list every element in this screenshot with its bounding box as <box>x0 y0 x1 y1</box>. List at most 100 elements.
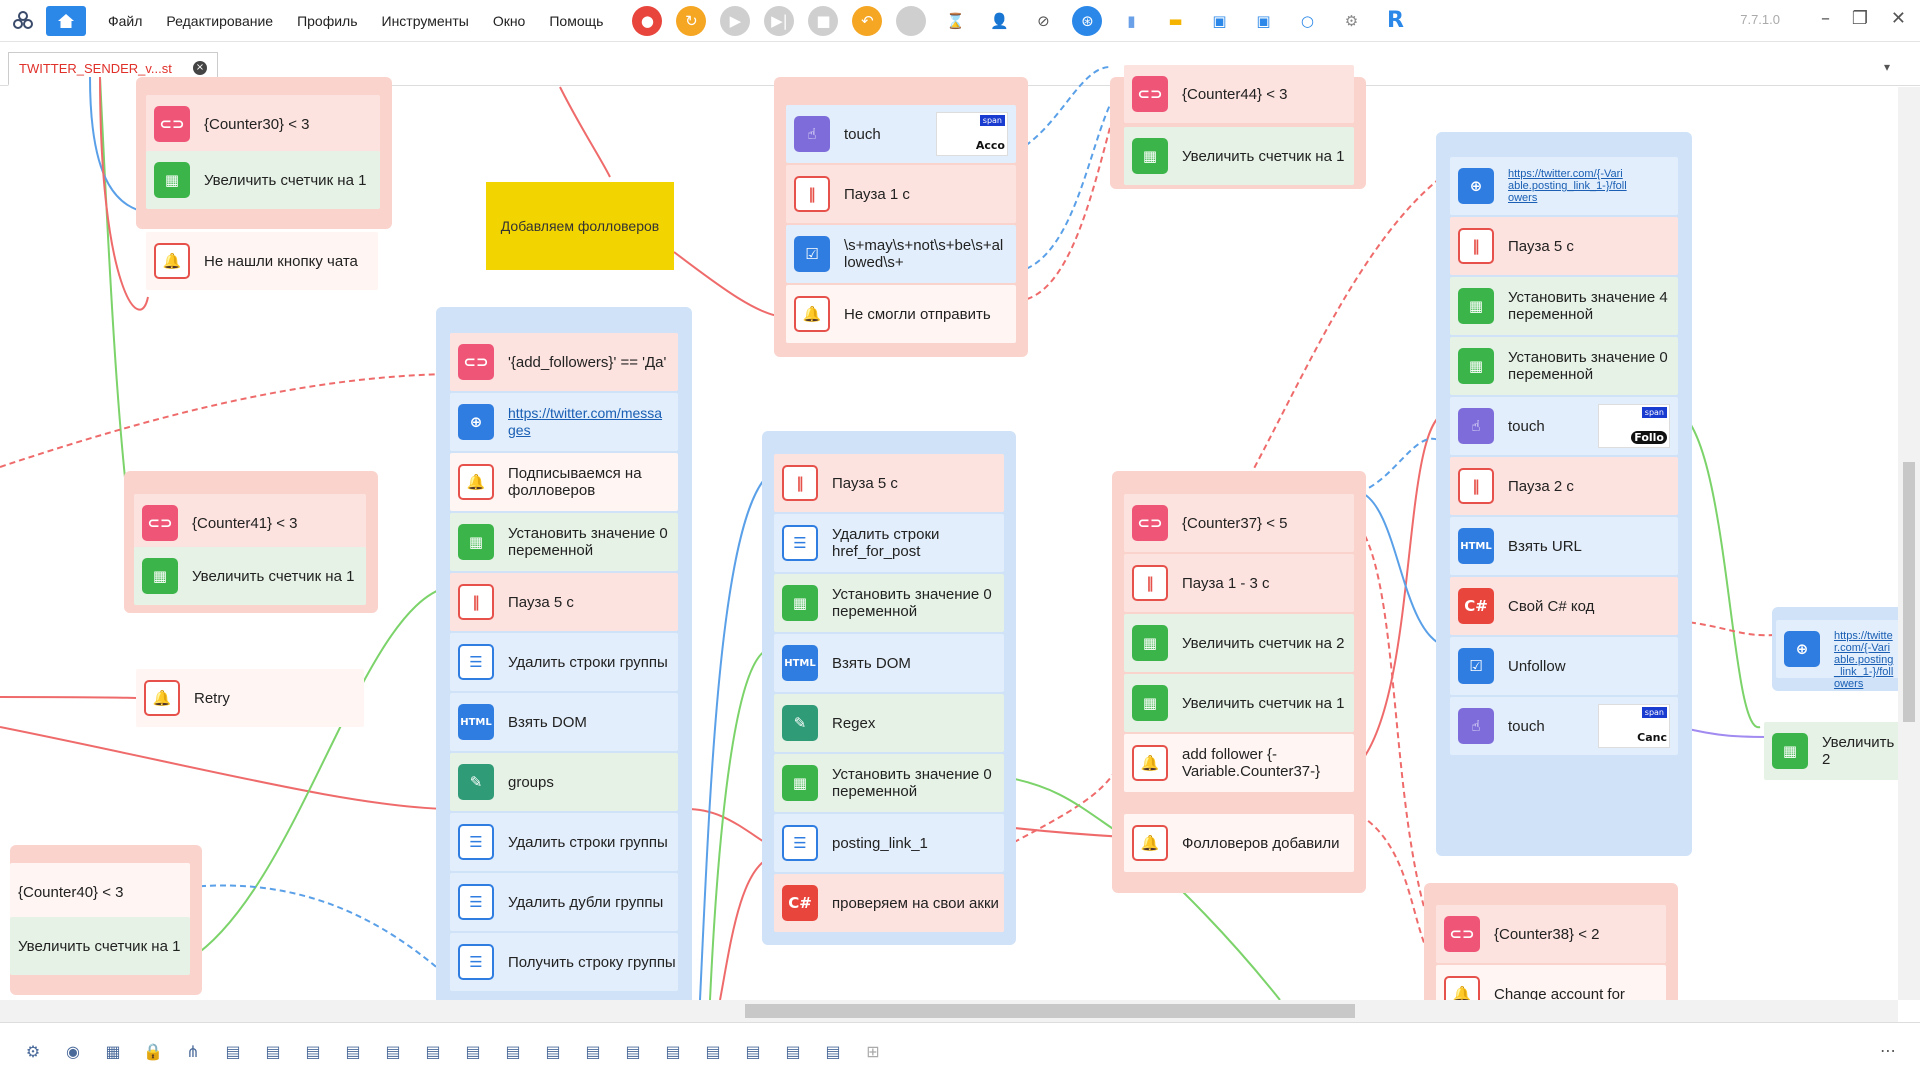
save-as-icon[interactable]: ▣ <box>1256 11 1271 30</box>
node-subscribe[interactable]: 🔔Подписываемся на фолловеров <box>450 453 678 511</box>
node-regex1[interactable]: ☑\s+may\s+not\s+be\s+allowed\s+ <box>786 225 1016 283</box>
node-counter37[interactable]: ⊂⊃{Counter37} < 5 <box>1124 494 1354 552</box>
folder-icon[interactable]: ▬ <box>1168 11 1183 30</box>
node-addf[interactable]: ⊂⊃'{add_followers}' == 'Да' <box>450 333 678 391</box>
node-delrows1[interactable]: ☰Удалить строки группы <box>450 633 678 691</box>
menu-tools[interactable]: Инструменты <box>381 12 469 29</box>
node-counter44[interactable]: ⊂⊃{Counter44} < 3 <box>1124 65 1354 123</box>
record-icon[interactable]: ● <box>632 5 663 36</box>
node-counter38[interactable]: ⊂⊃{Counter38} < 2 <box>1436 905 1666 963</box>
workflow-canvas[interactable]: Добавляем фолловеров ⊂⊃{Counter30} < 3 ▦… <box>0 65 1912 1023</box>
node-retry[interactable]: 🔔Retry <box>136 669 364 727</box>
step-icon[interactable]: ▶| <box>764 5 795 36</box>
node-pause13[interactable]: ‖Пауза 1 - 3 с <box>1124 554 1354 612</box>
hourglass-icon[interactable]: ⌛ <box>946 11 965 30</box>
node-notfound[interactable]: 🔔Не нашли кнопку чата <box>146 232 378 290</box>
menu-profile[interactable]: Профиль <box>297 12 358 29</box>
horizontal-scroll-thumb[interactable] <box>745 1004 1355 1018</box>
node-getrow[interactable]: ☰Получить строку группы <box>450 933 678 991</box>
node-setv3[interactable]: ▦Установить значение 0 переменной <box>774 754 1004 812</box>
node-csharp[interactable]: C#Свой C# код <box>1450 577 1678 635</box>
node-msglink[interactable]: ⊕https://twitter.com/messages <box>450 393 678 451</box>
node-groups[interactable]: ✎groups <box>450 753 678 811</box>
node-followadded[interactable]: 🔔Фолловеров добавили <box>1124 814 1354 872</box>
tab-dropdown-icon[interactable]: ▾ <box>1883 60 1890 74</box>
table-icon[interactable]: ▤ <box>545 1042 561 1061</box>
horizontal-scrollbar[interactable] <box>0 1000 1898 1022</box>
node-inc3[interactable]: Увеличить счетчик на 1 <box>10 917 190 975</box>
node-regex2[interactable]: ✎Regex <box>774 694 1004 752</box>
node-pause5a[interactable]: ‖Пауза 5 с <box>450 573 678 631</box>
node-inc7[interactable]: ▦Увеличить 2 <box>1764 722 1904 780</box>
table-icon[interactable]: ▤ <box>385 1042 401 1061</box>
table-icon[interactable]: ▤ <box>465 1042 481 1061</box>
menu-help[interactable]: Помощь <box>549 12 604 29</box>
node-unfollow[interactable]: ☑Unfollow <box>1450 637 1678 695</box>
eye-off-icon[interactable]: ⊘ <box>1037 11 1050 30</box>
vertical-scrollbar[interactable] <box>1898 87 1920 1000</box>
node-pause1[interactable]: ‖Пауза 1 с <box>786 165 1016 223</box>
refresh-icon[interactable]: ↻ <box>676 5 707 36</box>
node-counter30[interactable]: ⊂⊃{Counter30} < 3 <box>146 95 380 153</box>
table-icon[interactable]: ▤ <box>305 1042 321 1061</box>
menu-file[interactable]: Файл <box>108 12 143 29</box>
table-icon[interactable]: ▤ <box>585 1042 601 1061</box>
profile-icon[interactable]: ◉ <box>66 1042 80 1061</box>
gear-icon[interactable]: ⚙ <box>1344 11 1359 30</box>
node-checkown[interactable]: C#проверяем на свои акки <box>774 874 1004 932</box>
vertical-scroll-thumb[interactable] <box>1903 462 1915 722</box>
node-counter40[interactable]: {Counter40} < 3 <box>10 863 190 921</box>
menu-window[interactable]: Окно <box>492 12 526 29</box>
node-postlink[interactable]: ☰posting_link_1 <box>774 814 1004 872</box>
node-twlink[interactable]: ⊕https://twitter.com/{-Variable.posting_… <box>1450 157 1678 215</box>
r-icon[interactable]: R <box>1386 8 1404 33</box>
play-icon[interactable]: ▶ <box>720 5 751 36</box>
grid-icon[interactable]: ▦ <box>105 1042 121 1061</box>
network-icon[interactable]: ⊛ <box>1072 5 1103 36</box>
node-addfollower[interactable]: 🔔add follower {-Variable.Counter37-} <box>1124 734 1354 792</box>
user-icon[interactable]: 👤 <box>990 11 1009 30</box>
node-pause2[interactable]: ‖Пауза 2 с <box>1450 457 1678 515</box>
sticky-note[interactable]: Добавляем фолловеров <box>486 182 674 270</box>
document-icon[interactable]: ▮ <box>1127 11 1136 30</box>
node-pause5c[interactable]: ‖Пауза 5 с <box>1450 217 1678 275</box>
node-inc4[interactable]: ▦Увеличить счетчик на 1 <box>1124 127 1354 185</box>
menu-edit[interactable]: Редактирование <box>166 12 274 29</box>
more-icon[interactable]: ⋯ <box>1880 1041 1896 1060</box>
table-icon[interactable]: ▤ <box>745 1042 761 1061</box>
close-icon[interactable]: ✕ <box>1890 8 1906 29</box>
node-inc5[interactable]: ▦Увеличить счетчик на 2 <box>1124 614 1354 672</box>
node-notsend[interactable]: 🔔Не смогли отправить <box>786 285 1016 343</box>
table-icon[interactable]: ▤ <box>345 1042 361 1061</box>
node-inc1[interactable]: ▦Увеличить счетчик на 1 <box>146 151 380 209</box>
table-icon[interactable]: ▤ <box>225 1042 241 1061</box>
node-delhref[interactable]: ☰Удалить строки href_for_post <box>774 514 1004 572</box>
node-inc2[interactable]: ▦Увеличить счетчик на 1 <box>134 547 366 605</box>
table-icon[interactable]: ▤ <box>785 1042 801 1061</box>
node-counter41[interactable]: ⊂⊃{Counter41} < 3 <box>134 494 366 552</box>
lock-icon[interactable]: 🔒 <box>143 1042 163 1061</box>
table-icon[interactable]: ▤ <box>425 1042 441 1061</box>
minimize-icon[interactable]: – <box>1821 8 1830 29</box>
settings-icon[interactable]: ⚙ <box>25 1042 41 1061</box>
node-pause5b[interactable]: ‖Пауза 5 с <box>774 454 1004 512</box>
node-setv1[interactable]: ▦Установить значение 0 переменной <box>450 513 678 571</box>
table-icon[interactable]: ▤ <box>505 1042 521 1061</box>
undo-icon[interactable]: ↶ <box>852 5 883 36</box>
node-setv2[interactable]: ▦Установить значение 0 переменной <box>774 574 1004 632</box>
node-delrows2[interactable]: ☰Удалить строки группы <box>450 813 678 871</box>
home-button[interactable] <box>46 5 86 36</box>
table-icon[interactable]: ▤ <box>825 1042 841 1061</box>
pause-circle-icon[interactable] <box>896 5 927 36</box>
restore-icon[interactable]: ❐ <box>1851 8 1868 29</box>
table-icon[interactable]: ▤ <box>265 1042 281 1061</box>
table-icon[interactable]: ▤ <box>625 1042 641 1061</box>
tree-icon[interactable]: ⋔ <box>186 1042 200 1061</box>
node-twlink2[interactable]: ⊕https://twitter.com/{-Variable.posting_… <box>1776 620 1906 690</box>
node-setv5[interactable]: ▦Установить значение 0 переменной <box>1450 337 1678 395</box>
node-setv4[interactable]: ▦Установить значение 4 переменной <box>1450 277 1678 335</box>
node-deldup[interactable]: ☰Удалить дубли группы <box>450 873 678 931</box>
